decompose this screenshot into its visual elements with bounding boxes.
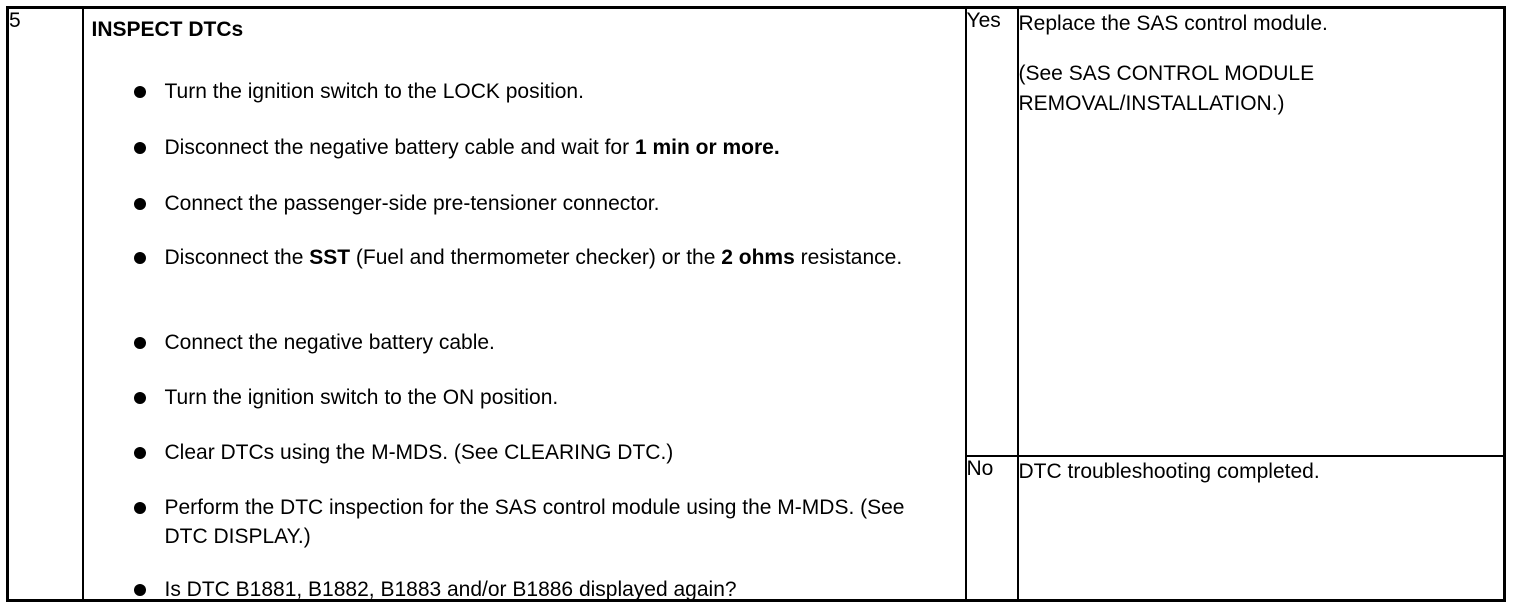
diagnostic-table: 5 INSPECT DTCs Turn the ignition switch … <box>6 6 1506 602</box>
bullet-icon <box>133 337 146 349</box>
answer-no-label: No <box>964 455 1019 602</box>
step-text-bold: SST <box>309 246 351 269</box>
step-item: Connect the negative battery cable. <box>133 328 935 357</box>
step-text: Clear DTCs using the M-MDS. (See CLEARIN… <box>164 441 674 464</box>
step-text: Connect the negative battery cable. <box>164 331 495 354</box>
step-text: Disconnect the <box>164 246 310 269</box>
bullet-icon <box>133 142 146 154</box>
step-text: (Fuel and thermometer checker) or the <box>350 246 722 269</box>
step-item: Is DTC B1881, B1882, B1883 and/or B1886 … <box>133 575 935 604</box>
step-text-bold: 1 min or more. <box>634 136 780 159</box>
step-text-bold: 2 ohms <box>721 246 795 269</box>
diagnostic-step-sheet: 5 INSPECT DTCs Turn the ignition switch … <box>6 6 1506 602</box>
yes-result-line-2: (See SAS CONTROL MODULE REMOVAL/INSTALLA… <box>1018 62 1315 115</box>
bullet-icon <box>133 584 146 596</box>
step-title: INSPECT DTCs <box>91 18 244 41</box>
bullet-icon <box>133 447 146 459</box>
bullet-icon <box>133 86 146 98</box>
answer-no-result: DTC troubleshooting completed. <box>1016 455 1506 602</box>
step-text: Disconnect the negative battery cable an… <box>164 136 635 159</box>
answer-yes-result: Replace the SAS control module. (See SAS… <box>1016 6 1506 457</box>
yes-row: 5 INSPECT DTCs Turn the ignition switch … <box>6 6 1506 602</box>
step-text: Is DTC B1881, B1882, B1883 and/or B1886 … <box>164 578 737 601</box>
step-text: Turn the ignition switch to the ON posit… <box>164 386 559 409</box>
step-text: Turn the ignition switch to the LOCK pos… <box>164 80 584 103</box>
step-item: Turn the ignition switch to the ON posit… <box>133 383 935 412</box>
step-text: resistance. <box>794 246 903 269</box>
step-item: Clear DTCs using the M-MDS. (See CLEARIN… <box>133 438 935 467</box>
step-number: 5 <box>6 6 84 602</box>
step-item: Turn the ignition switch to the LOCK pos… <box>133 77 935 106</box>
step-text: Perform the DTC inspection for the SAS c… <box>164 496 905 548</box>
step-item: Perform the DTC inspection for the SAS c… <box>133 493 935 551</box>
step-item: Disconnect the SST (Fuel and thermometer… <box>133 243 935 272</box>
bullet-icon <box>133 392 146 404</box>
yes-result-line-1: Replace the SAS control module. <box>1018 12 1328 35</box>
action-cell: INSPECT DTCs Turn the ignition switch to… <box>81 6 967 604</box>
no-row: No DTC troubleshooting completed. <box>8 455 1506 602</box>
no-result-line-1: DTC troubleshooting completed. <box>1018 460 1320 483</box>
bullet-icon <box>133 252 146 264</box>
bullet-icon <box>133 502 146 514</box>
step-item: Connect the passenger-side pre-tensioner… <box>133 189 935 218</box>
bullet-icon <box>133 198 146 210</box>
step-text: Connect the passenger-side pre-tensioner… <box>164 192 660 215</box>
answer-yes-label: Yes <box>964 6 1019 457</box>
step-item: Disconnect the negative battery cable an… <box>133 133 935 162</box>
